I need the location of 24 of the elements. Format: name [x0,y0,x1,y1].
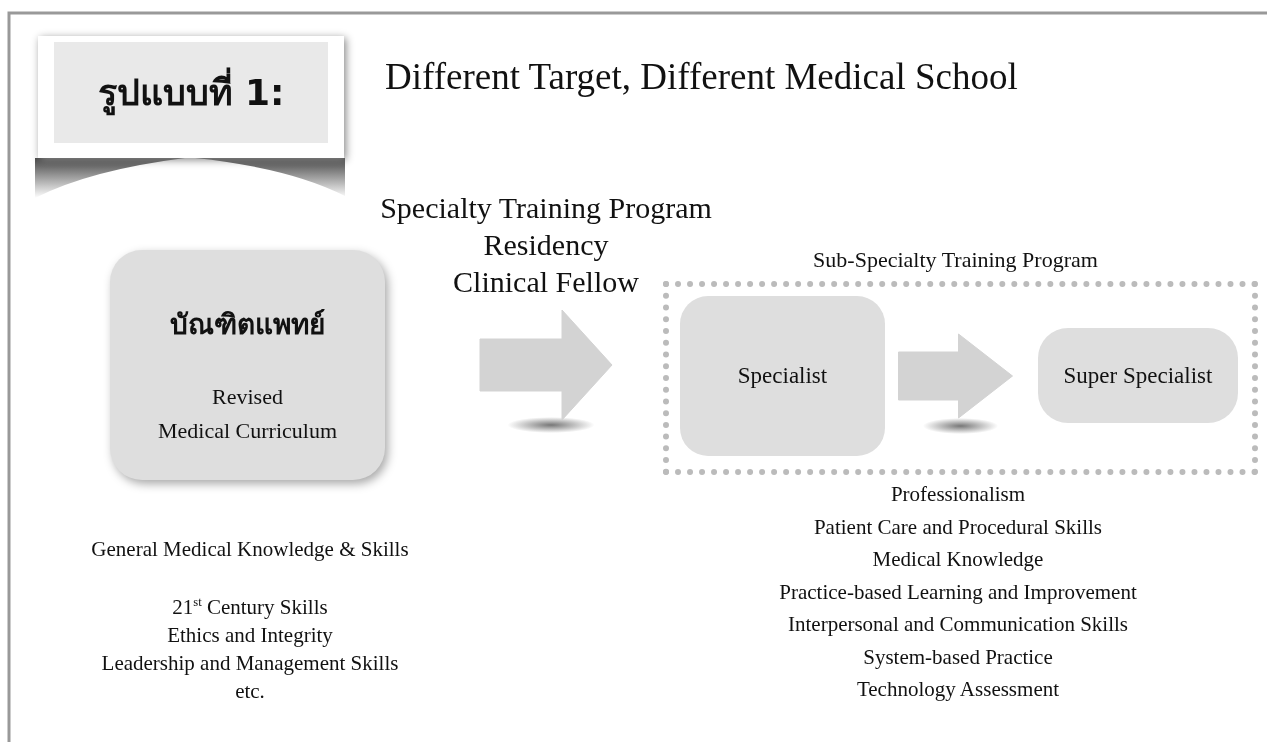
caption-text: Professionalism [889,481,1027,508]
title-card [38,36,344,158]
caption-text: etc. [234,678,266,705]
caption-text: Ethics and Integrity [166,622,334,649]
diagram-title: Different Target, Different Medical School [385,55,1018,98]
caption-text: Practice-based Learning and Improvement [778,578,1138,606]
rounded-box: Super Specialist [1038,328,1238,423]
dotted-frame [663,281,1258,475]
caption-text: Interpersonal and Communication Skills [787,611,1129,638]
frame-heading: Sub-Specialty Training Program [812,247,1099,273]
caption-text: Patient Care and Procedural Skills [812,513,1104,541]
caption-text: Leadership and Management Skills [100,650,400,677]
caption-text: General Medical Knowledge & Skills [90,536,410,563]
caption-text: Technology Assessment [855,676,1061,703]
box-heading: บัณฑิตแพทย์ [169,307,326,343]
rounded-box: Specialist [680,296,885,456]
block-arrow [898,333,1013,419]
caption-text: 21$^{st}$ Century Skills [171,594,329,621]
box-text: Revised Medical Curriculum [157,383,338,445]
block-arrow [479,309,613,421]
caption-text: Medical Knowledge [871,546,1045,573]
title-label: รูปแบบที่ 1: [54,42,328,143]
rounded-box [110,250,385,480]
caption-text: System-based Practice [862,643,1054,671]
